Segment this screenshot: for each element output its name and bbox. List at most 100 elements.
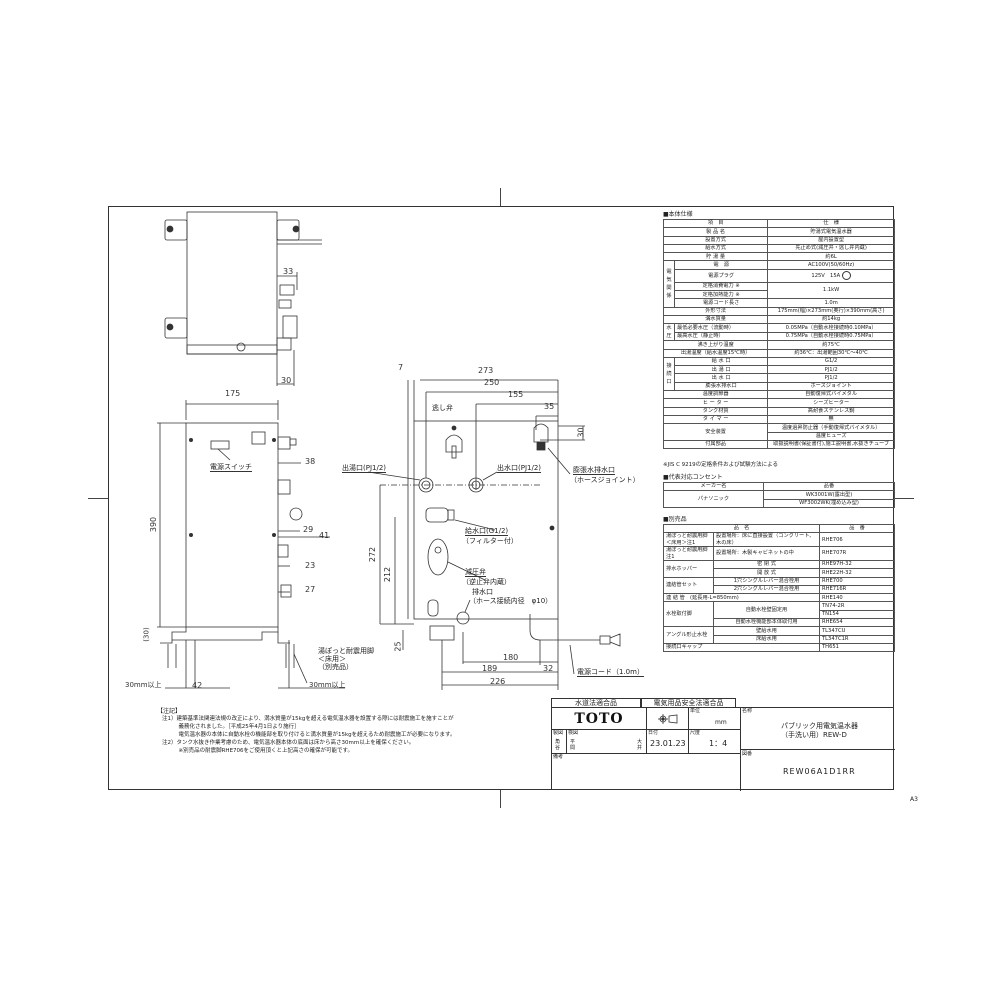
spec-table: 項 目 仕 様 製 品 名貯湯式電気温水器 設置方式屋内設置型 給水方式先止め式… <box>662 218 895 450</box>
dim-front-25: 25 <box>393 641 403 652</box>
table-row: 満水質量約14kg <box>662 314 895 325</box>
dim-side-height: 390 <box>149 516 159 533</box>
cert-water: 水道法適合品 <box>551 698 641 707</box>
toto-logo: TOTO <box>574 711 624 727</box>
label-drain: 排水口 <box>472 588 493 596</box>
registration-mark-right <box>894 498 914 499</box>
table-row: 定格消費電力 ※1.1kW <box>664 281 895 300</box>
table-row: 付属部品取扱説明書(保証書付),施工説明書,水抜きチューブ <box>662 439 895 450</box>
scale-cell: 尺度 1：4 <box>689 730 741 754</box>
dim-front-30: 30 <box>576 427 586 438</box>
product-name-line2: （手洗い用）REW-D <box>781 731 847 739</box>
note-line: 注2）タンク水抜き作業考慮のため、電気温水器本体の底面は床から高さ30mm以上を… <box>162 740 415 746</box>
table-row: タ イ マ ー無 <box>662 414 895 425</box>
label-leg-line2: ＜床用＞ <box>318 655 346 663</box>
dim-top-33: 33 <box>283 267 294 276</box>
checked-cell: 検図 平間 大井 <box>567 730 647 754</box>
table-row: 出湯温度（給水温度15℃時）約36℃：出湯範囲30℃〜40℃ <box>662 348 895 358</box>
label-expansion-drain-sub: （ホースジョイント） <box>570 476 640 484</box>
dim-side-23: 23 <box>305 561 316 570</box>
dim-front-7: 7 <box>398 363 404 372</box>
cert-electric: 電気用品安全法適合品 <box>641 698 736 707</box>
label-supply-inlet-sub: （フィルター付） <box>462 537 518 545</box>
drawn-cell: 製図 角谷 <box>552 730 567 754</box>
label-drain-sub: （ホース接続内径 φ10） <box>469 597 553 605</box>
date-value: 23.01.23 <box>650 739 686 748</box>
table-header: メーカー名品番 <box>663 481 895 492</box>
brand-cell: TOTO <box>552 708 647 730</box>
dim-front-226: 226 <box>490 677 506 686</box>
table-row: 安全装置温度過昇防止器（手動復帰式バイメタル） <box>662 423 895 441</box>
dim-front-273: 273 <box>478 366 494 375</box>
sheet-size: A3 <box>910 796 918 803</box>
title-block: TOTO 単位 mm 名称 パブリック用電気温水器 （手洗い用）REW-D 製図… <box>551 707 895 791</box>
table-row: WF3002WK(埋め込み型) <box>664 498 895 508</box>
table-row: 給水方式先止め式(減圧弁・逃し弁内蔵) <box>662 243 895 254</box>
label-pressure-valve: 減圧弁 <box>465 568 486 577</box>
table-row: 膨張水排水口ホースジョイント <box>664 381 895 392</box>
outlet-title: ■代表対応コンセント <box>663 474 723 481</box>
dim-side-30b: (30) <box>142 627 151 642</box>
notes-title: 【注記】 <box>157 708 182 715</box>
note-line: 義務化されました。［平成25年4月1日より施行］ <box>162 724 300 730</box>
table-row: 連 結 管 (延長用-L=850mm)RHE140 <box>663 593 895 603</box>
clearance-left: 30mm以上 <box>125 681 162 689</box>
registration-mark-top <box>500 188 501 206</box>
dim-side-27: 27 <box>305 585 316 594</box>
label-leg-line1: 湯ぽっと耐震用脚 <box>318 647 374 655</box>
table-row: 水圧最低必要水圧（流動時）0.05MPa（自動水栓接続時0.10MPa） <box>663 323 895 342</box>
label-hot-outlet: 出湯口(PJ1/2) <box>342 464 387 473</box>
table-row: ヒ ー タ ーシーズヒーター <box>662 398 895 408</box>
note-line: 注1）建築基準法関連法規の改正により、満水質量が15kgを超える電気温水器を設置… <box>162 716 454 722</box>
label-pressure-valve-sub: （逆止弁内蔵） <box>462 578 511 586</box>
checked-by-2: 大井 <box>637 739 643 751</box>
note-line: 電気温水器の本体に自動水栓の機能部を取り付けると満水質量が15kgを超えるため耐… <box>162 732 456 738</box>
table-row: 温度調節器自動復帰式バイメタル <box>662 390 895 400</box>
dim-side-41: 41 <box>319 531 330 540</box>
dim-side-38: 38 <box>305 457 316 466</box>
drawing-number: REW06A1D1RR <box>783 767 856 776</box>
dim-top-30: 30 <box>281 376 292 385</box>
checked-by-1: 平間 <box>570 739 576 751</box>
label-leg-line3: （別売品） <box>318 663 353 671</box>
dim-front-32: 32 <box>543 664 554 673</box>
dim-front-189: 189 <box>482 664 498 673</box>
unit-value: mm <box>715 719 727 726</box>
spec-note: ※JIS C 9219の定格条件および試験方法による <box>663 462 779 468</box>
dim-side-29: 29 <box>303 525 314 534</box>
dim-front-250: 250 <box>484 378 500 387</box>
label-water-outlet: 出水口(PJ1/2) <box>497 464 542 473</box>
dim-front-155: 155 <box>508 390 524 399</box>
table-row: 沸き上がり温度約75℃ <box>662 340 895 350</box>
projection-symbol-cell <box>647 708 689 730</box>
drawing-number-cell: 図番 REW06A1D1RR <box>742 751 856 776</box>
dim-front-180: 180 <box>503 653 519 662</box>
clearance-right: 30mm以上 <box>309 681 346 689</box>
product-name-line1: パブリック用電気温水器 <box>781 722 858 730</box>
dim-side-42: 42 <box>192 681 203 690</box>
registration-mark-bottom <box>500 790 501 808</box>
table-row: 設置方式屋内設置型 <box>662 235 895 245</box>
date-cell: 日付 23.01.23 <box>647 730 689 754</box>
label-power-cord: 電源コード（1.0m） <box>577 668 644 677</box>
third-angle-projection-icon <box>658 714 678 724</box>
label-expansion-drain: 膨張水排水口 <box>573 466 615 475</box>
unit-cell: 単位 mm <box>689 708 741 730</box>
label-relief-valve: 逃し弁 <box>432 404 453 412</box>
table-row: 最高水圧（静止時）0.75MPa（自動水栓接続時0.75MPa） <box>664 331 895 342</box>
spec-title: ■本体仕様 <box>663 211 693 218</box>
options-title: ■別売品 <box>663 516 687 523</box>
